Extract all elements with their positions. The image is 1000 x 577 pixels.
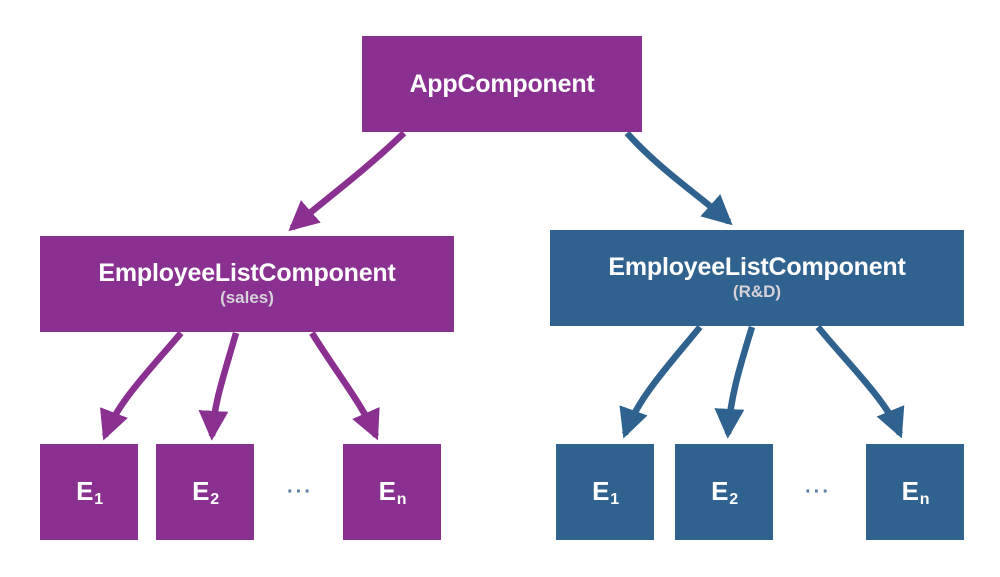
- node-employee-list-sales-subtitle: (sales): [220, 288, 274, 308]
- employee-base-letter: E: [378, 476, 396, 507]
- node-employee-list-rnd[interactable]: EmployeeListComponent (R&D): [550, 230, 964, 326]
- edge-rnd-to-e1: [619, 324, 703, 439]
- edge-sales-to-e2: [198, 332, 240, 441]
- node-employee-sales-n-label: En: [378, 476, 407, 509]
- employee-index: 1: [610, 491, 619, 509]
- employee-base-letter: E: [192, 476, 210, 507]
- edge-rnd-to-en: [815, 324, 905, 439]
- edge-root-to-rnd: [624, 130, 733, 226]
- node-app-component-label: AppComponent: [409, 69, 595, 98]
- employee-base-letter: E: [592, 476, 610, 507]
- employee-index: 1: [94, 491, 103, 509]
- node-employee-sales-1-label: E1: [76, 476, 103, 509]
- node-employee-sales-1[interactable]: E1: [40, 444, 138, 540]
- employee-base-letter: E: [76, 476, 94, 507]
- employee-index: n: [396, 491, 407, 509]
- node-employee-rnd-2[interactable]: E2: [675, 444, 773, 540]
- employee-index: n: [919, 491, 930, 509]
- node-employee-sales-2-label: E2: [192, 476, 219, 509]
- employee-index: 2: [729, 491, 738, 509]
- node-app-component[interactable]: AppComponent: [362, 36, 642, 132]
- node-employee-rnd-n-label: En: [901, 476, 930, 509]
- node-employee-list-sales-label: EmployeeListComponent: [98, 259, 396, 288]
- node-employee-sales-n[interactable]: En: [343, 444, 441, 540]
- ellipsis-rnd: ···: [805, 480, 831, 503]
- edge-rnd-to-e2: [714, 326, 756, 439]
- employee-base-letter: E: [711, 476, 729, 507]
- employee-base-letter: E: [901, 476, 919, 507]
- node-employee-list-sales[interactable]: EmployeeListComponent (sales): [40, 236, 454, 332]
- node-employee-list-rnd-label: EmployeeListComponent: [608, 253, 906, 282]
- node-employee-rnd-n[interactable]: En: [866, 444, 964, 540]
- node-employee-rnd-1-label: E1: [592, 476, 619, 509]
- edge-sales-to-e1: [100, 330, 184, 441]
- node-employee-rnd-2-label: E2: [711, 476, 738, 509]
- node-employee-rnd-1[interactable]: E1: [556, 444, 654, 540]
- ellipsis-sales: ···: [287, 480, 313, 503]
- employee-index: 2: [210, 491, 219, 509]
- node-employee-sales-2[interactable]: E2: [156, 444, 254, 540]
- edge-root-to-sales: [288, 130, 407, 232]
- node-employee-list-rnd-subtitle: (R&D): [732, 282, 782, 302]
- edge-sales-to-en: [309, 331, 380, 441]
